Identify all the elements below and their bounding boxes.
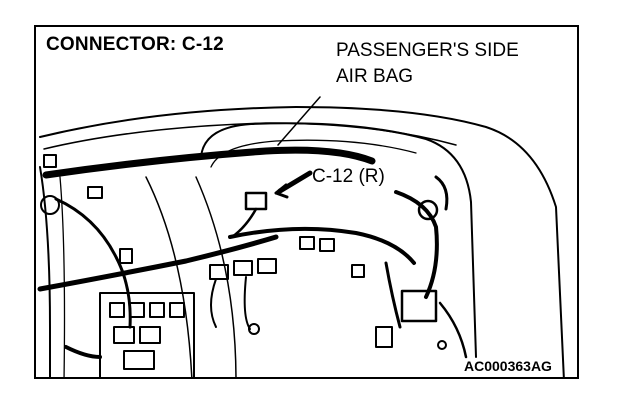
center-branch-1	[210, 278, 217, 328]
junction-slot-4	[169, 302, 185, 318]
ground-bolt	[248, 323, 260, 335]
airbag-label-line2: AIR BAG	[336, 66, 414, 87]
center-harness	[228, 226, 416, 265]
connector-title: CONNECTOR: C-12	[46, 34, 224, 55]
diagram-frame: CONNECTOR: C-12 PASSENGER'S SIDE AIR BAG…	[34, 25, 579, 379]
connector-center-4	[299, 236, 315, 250]
airbag-label: PASSENGER'S SIDE AIR BAG	[336, 38, 519, 90]
connector-center-6	[351, 264, 365, 278]
main-harness	[42, 146, 376, 179]
junction-slot-5	[113, 326, 135, 344]
connector-left-1	[43, 154, 57, 168]
airbag-module-outline	[200, 122, 477, 358]
connector-left-2	[87, 186, 103, 199]
junction-slot-2	[129, 302, 145, 318]
junction-slot-7	[123, 350, 155, 370]
junction-slot-6	[139, 326, 161, 344]
right-harness	[394, 190, 439, 299]
dashboard-outline	[39, 106, 565, 377]
airbag-label-line1: PASSENGER'S SIDE	[336, 40, 519, 61]
right-lead	[438, 301, 468, 359]
connector-callout: C-12 (R)	[312, 166, 385, 187]
junction-slot-3	[149, 302, 165, 318]
connector-center-3	[257, 258, 277, 274]
left-pillar-inner	[59, 176, 66, 377]
left-grommet	[40, 195, 60, 215]
arrow-shaft	[277, 170, 313, 194]
figure-code: AC000363AG	[462, 358, 554, 374]
wiring-harness-illustration	[37, 96, 565, 377]
right-bolt	[437, 340, 447, 350]
dashboard-inner-contour	[43, 122, 457, 150]
junction-block	[99, 292, 195, 377]
lower-harness	[37, 234, 279, 292]
connector-center-5	[319, 238, 335, 252]
right-grommet	[417, 199, 439, 221]
center-trim-2	[195, 176, 237, 377]
junction-slot-1	[109, 302, 125, 318]
connector-center-2	[233, 260, 253, 276]
right-harness-branch	[384, 261, 402, 329]
airbag-leader-line	[277, 96, 321, 146]
center-branch-2	[243, 276, 251, 330]
right-wire-up	[434, 175, 449, 211]
connector-right-1	[375, 326, 393, 348]
connector-center-1	[209, 264, 229, 280]
relay-box	[400, 289, 438, 323]
connector-c12	[244, 191, 268, 211]
left-pillar	[39, 166, 51, 377]
junction-harness	[64, 345, 102, 359]
connector-left-3	[119, 248, 133, 264]
center-trim	[145, 176, 193, 377]
